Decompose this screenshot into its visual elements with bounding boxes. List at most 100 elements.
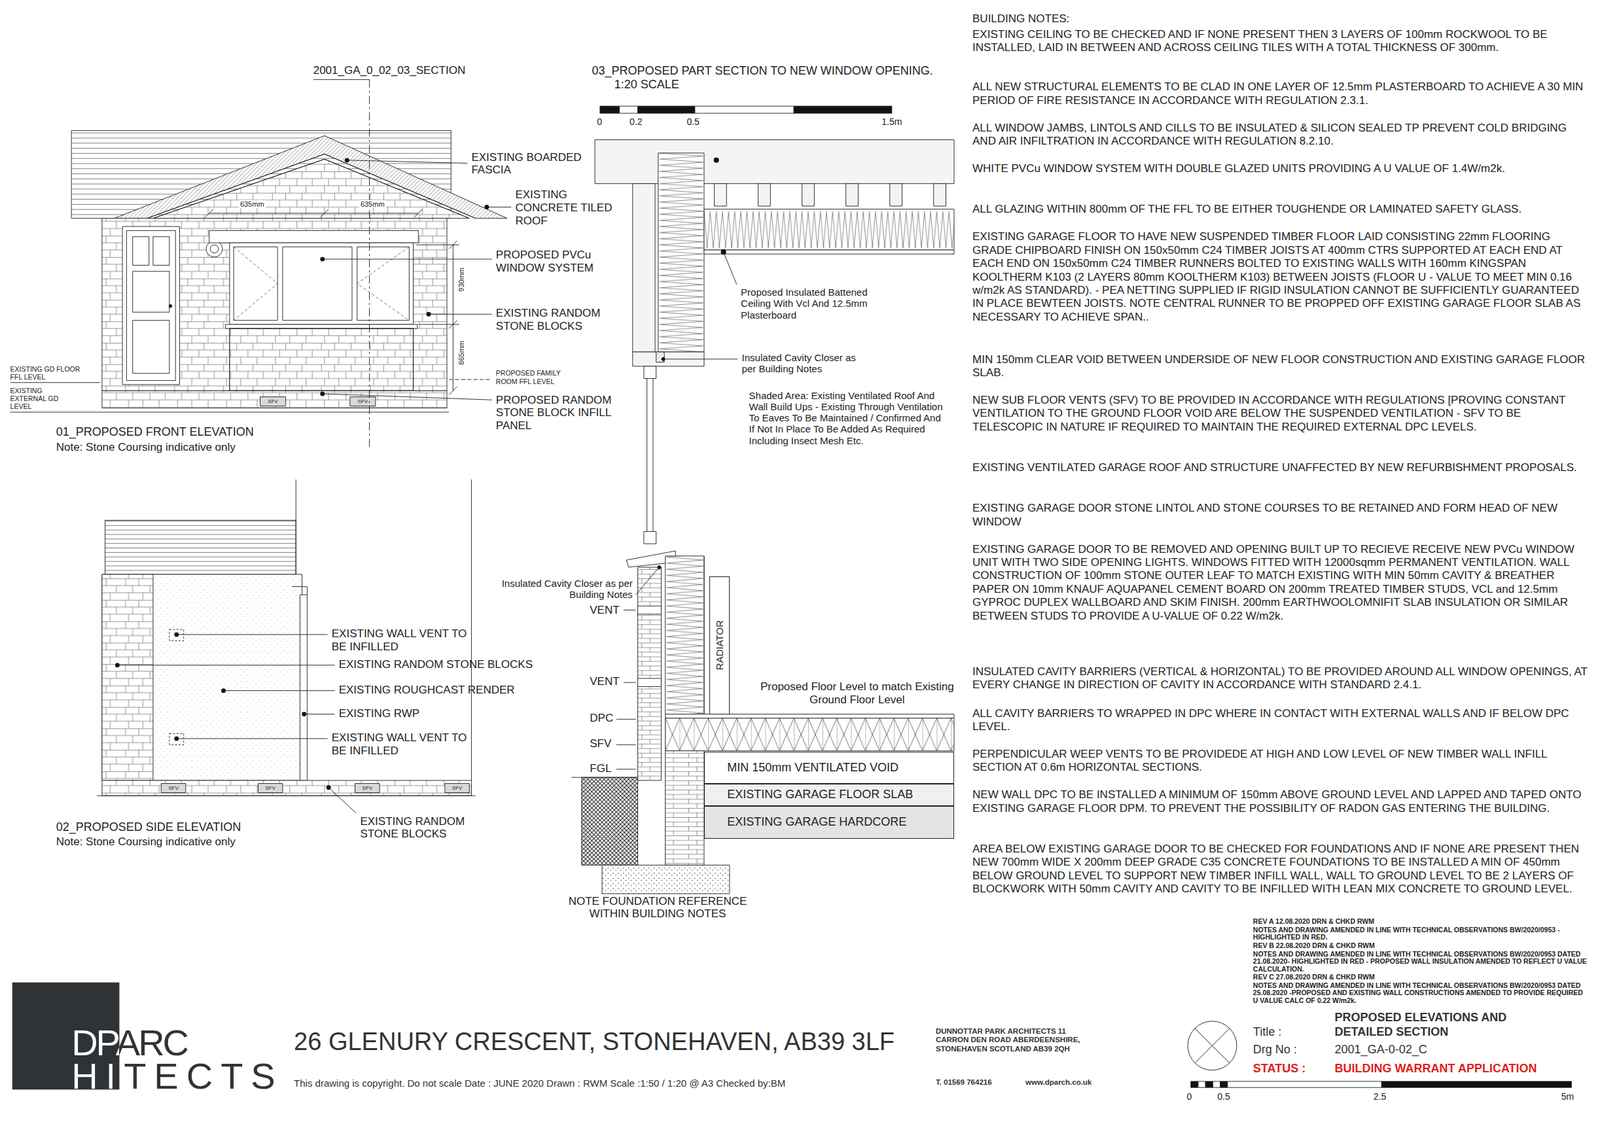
building-note: EXISTING GARAGE DOOR TO BE REMOVED AND O… xyxy=(972,543,1590,623)
drawing-rect xyxy=(1227,1081,1382,1088)
drawing-rect xyxy=(658,153,705,353)
drawing-rect xyxy=(209,230,419,243)
drawing-path xyxy=(295,479,297,575)
drawing-info: This drawing is copyright. Do not scale … xyxy=(293,1077,786,1089)
drawing-rect xyxy=(282,246,353,320)
logo-text: DPARC xyxy=(71,1024,188,1062)
level-label: PROPOSED FAMILY ROOM FFL LEVEL xyxy=(496,369,578,385)
drawing-rect xyxy=(665,714,955,719)
vent-tag: SFV xyxy=(260,397,286,407)
drawing-rect xyxy=(350,397,376,407)
annotation-label: FGL xyxy=(589,762,612,776)
building-note: PERPENDICULAR WEEP VENTS TO BE PROVIDEDE… xyxy=(972,747,1590,775)
practice-web: www.dparch.co.uk xyxy=(1025,1078,1092,1087)
annotation-label: NOTE FOUNDATION REFERENCE WITHIN BUILDIN… xyxy=(563,895,752,921)
annotation-label: PROPOSED PVCu WINDOW SYSTEM xyxy=(496,248,619,275)
layer-band: EXISTING GARAGE FLOOR SLAB xyxy=(704,783,955,807)
building-note: ALL CAVITY BARRIERS TO WRAPPED IN DPC WH… xyxy=(972,707,1590,735)
annotation-label: Proposed Insulated Battened Ceiling With… xyxy=(740,286,869,321)
vent-tag: SFV xyxy=(355,783,380,794)
drawing-path xyxy=(117,634,356,814)
drawing-rect xyxy=(704,209,955,250)
view-note: Note: Stone Coursing indicative only xyxy=(56,441,236,455)
revision-note: NOTES AND DRAWING AMENDED IN LINE WITH T… xyxy=(1253,926,1591,942)
status-value: BUILDING WARRANT APPLICATION xyxy=(1334,1062,1538,1076)
practice-address: DUNNOTTAR PARK ARCHITECTS 11 CARRON DEN … xyxy=(935,1027,1089,1054)
node-label: EXISTING GARAGE FLOOR SLAB xyxy=(727,787,913,802)
drawing-circle xyxy=(484,204,489,210)
annotation-label: EXISTING RWP xyxy=(338,707,420,721)
node-label: MIN 150mm VENTILATED VOID xyxy=(727,761,899,775)
building-note: ALL WINDOW JAMBS, LINTOLS AND CILLS TO B… xyxy=(972,121,1590,149)
title-value: PROPOSED ELEVATIONS AND DETAILED SECTION xyxy=(1334,1010,1519,1040)
drawing-rect xyxy=(694,106,794,114)
layer-band: MIN 150mm VENTILATED VOID xyxy=(704,751,955,784)
scale-number: 0 xyxy=(1186,1091,1192,1103)
drawing-rect xyxy=(704,249,955,254)
drawing-rect xyxy=(102,218,447,392)
drawing-rect xyxy=(132,236,150,266)
building-note: NEW SUB FLOOR VENTS (SFV) TO BE PROVIDED… xyxy=(972,393,1590,434)
side-elevation xyxy=(96,479,476,814)
drawing-circle xyxy=(206,240,223,258)
revision-note: REV B 22.08.2020 DRN & CHKD RWM xyxy=(1253,942,1591,951)
drawing-rect xyxy=(102,780,472,796)
drawing-rect xyxy=(714,183,728,207)
revision-note: NOTES AND DRAWING AMENDED IN LINE WITH T… xyxy=(1253,982,1591,1006)
drawing-rect xyxy=(793,106,892,114)
drawing-rect xyxy=(444,783,470,794)
building-note: EXISTING GARAGE DOOR STONE LINTOL AND ST… xyxy=(972,501,1590,529)
drawing-rect xyxy=(1198,1081,1206,1088)
drawing-rect xyxy=(638,678,662,687)
annotation-label: SFV xyxy=(589,737,612,751)
node-label: RADIATOR xyxy=(713,620,726,671)
drawing-path xyxy=(571,777,638,779)
view-note: Note: Stone Coursing indicative only xyxy=(56,835,236,849)
drawing-rect xyxy=(1381,1081,1572,1088)
drawing-path xyxy=(96,479,476,796)
dimension: 930mm xyxy=(457,267,466,292)
drawing-circle xyxy=(168,304,173,308)
drawing-path xyxy=(369,79,370,449)
notes-heading: BUILDING NOTES: xyxy=(972,12,1590,26)
scale-number: 5m xyxy=(1561,1091,1574,1103)
vent-tag: SFV xyxy=(350,397,376,407)
dimension: 865mm xyxy=(457,340,466,366)
drawing-circle xyxy=(301,711,307,717)
view-title: 01_PROPOSED FRONT ELEVATION xyxy=(56,425,254,440)
title-key: Drg No : xyxy=(1253,1043,1298,1057)
drawing-rect xyxy=(132,271,170,313)
drawing-polygon xyxy=(114,135,508,218)
drawing-rect xyxy=(619,106,639,114)
scale-number: 1.5m xyxy=(881,116,902,127)
drawing-rect xyxy=(643,366,657,379)
layer-band: EXISTING GARAGE HARDCORE xyxy=(704,806,955,839)
drawing-path xyxy=(1194,1028,1230,1064)
practice-phone: T. 01569 764216 xyxy=(935,1078,993,1087)
annotation-label: Proposed Floor Level to match Existing G… xyxy=(755,680,960,707)
radiator-box: RADIATOR xyxy=(709,576,730,715)
drawing-rect xyxy=(169,629,184,641)
scale-number: 0.5 xyxy=(1217,1091,1230,1103)
drawing-path xyxy=(313,79,370,80)
drawing-path xyxy=(416,240,459,395)
building-note: EXISTING VENTILATED GARAGE ROOF AND STRU… xyxy=(972,461,1590,475)
drawing-path xyxy=(635,251,738,595)
building-note: EXISTING GARAGE FLOOR TO HAVE NEW SUSPEN… xyxy=(972,230,1590,324)
drawing-rect xyxy=(602,865,730,894)
node-label: EXISTING GARAGE HARDCORE xyxy=(727,815,907,830)
drawing-circle xyxy=(713,157,720,163)
annotation-label: EXISTING RANDOM STONE BLOCKS xyxy=(359,815,478,841)
scale-number: 0.2 xyxy=(629,116,642,127)
drawing-rect xyxy=(169,733,184,745)
drawing-rect xyxy=(638,567,662,781)
title-value: 2001_GA-0-02_C xyxy=(1334,1043,1428,1057)
drawing-path xyxy=(147,153,476,218)
vent-tag: SFV xyxy=(258,783,283,794)
building-note: WHITE PVCu WINDOW SYSTEM WITH DOUBLE GLA… xyxy=(972,162,1590,176)
drawing-path xyxy=(291,586,307,595)
drawing-rect xyxy=(638,106,695,114)
part-section xyxy=(571,106,955,894)
section-reference: 2001_GA_0_02_03_SECTION xyxy=(313,64,466,78)
annotation-label: EXISTING WALL VENT TO BE INFILLED xyxy=(331,627,475,654)
